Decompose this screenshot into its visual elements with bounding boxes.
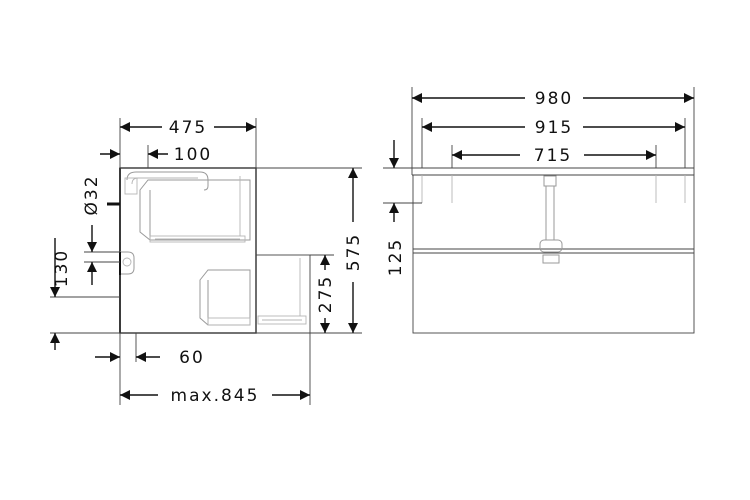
dim-100-label: 100 (174, 145, 212, 165)
front-view: 980 915 715 125 (383, 87, 695, 334)
siphon-front (539, 175, 563, 264)
upper-drawer (124, 171, 251, 243)
lower-drawer (199, 258, 307, 326)
drain-fitting (107, 202, 135, 275)
hole-marks (421, 175, 686, 203)
dim-845-label: max.845 (171, 386, 260, 406)
dim-575-label: 575 (344, 233, 364, 271)
dim-475-label: 475 (169, 118, 207, 138)
cabinet-front (412, 174, 695, 334)
dim-275-label: 275 (316, 275, 336, 313)
dim-715-label: 715 (534, 146, 572, 166)
dim-diameter-label: Ø32 (82, 174, 102, 215)
dim-60-label: 60 (179, 348, 205, 368)
lower-drawer-front (255, 254, 311, 334)
dim-915-label: 915 (535, 118, 573, 138)
dim-125-label: 125 (386, 238, 406, 276)
side-view: 475 100 Ø32 130 575 275 60 (50, 118, 364, 406)
dim-130-label: 130 (52, 249, 72, 287)
dim-980-label: 980 (535, 89, 573, 109)
